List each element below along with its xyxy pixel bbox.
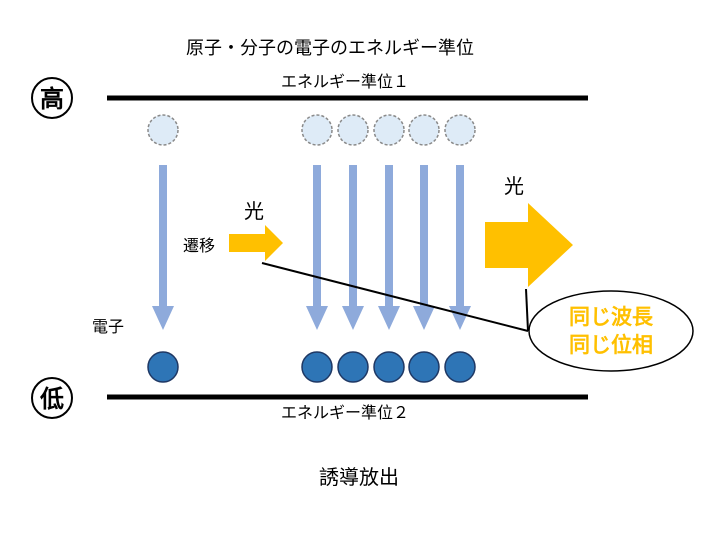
- electron: [444, 351, 476, 383]
- empty-state: [373, 114, 405, 146]
- lower-electrons: [147, 351, 476, 383]
- electron: [301, 351, 333, 383]
- low-marker-label: 低: [39, 385, 64, 413]
- empty-state: [444, 114, 476, 146]
- empty-state: [337, 114, 369, 146]
- empty-state: [301, 114, 333, 146]
- lower-level-label: エネルギー準位２: [281, 403, 409, 422]
- empty-state: [408, 114, 440, 146]
- diagram-caption: 誘導放出: [319, 465, 399, 489]
- down-arrow: [449, 165, 471, 330]
- incident-light-arrow: [229, 225, 283, 261]
- transition-arrows: [152, 165, 471, 330]
- callout-pointer-line: [525, 288, 529, 332]
- diagram-title: 原子・分子の電子のエネルギー準位: [186, 38, 474, 59]
- low-marker: 低: [31, 377, 73, 419]
- emitted-light-arrow: [485, 203, 573, 287]
- electron-label: 電子: [92, 317, 124, 336]
- high-marker-label: 高: [40, 85, 64, 113]
- callout-bubble: [528, 290, 694, 372]
- down-arrow: [306, 165, 328, 330]
- callout-line1: 同じ波長: [569, 305, 654, 329]
- down-arrow: [378, 165, 400, 330]
- callout-line2: 同じ位相: [569, 333, 653, 357]
- high-marker: 高: [31, 77, 73, 119]
- upper-empty-states: [147, 114, 476, 146]
- callout-pointer-line: [261, 262, 529, 332]
- electron: [408, 351, 440, 383]
- upper-level-label: エネルギー準位１: [281, 72, 409, 91]
- electron: [373, 351, 405, 383]
- down-arrow: [413, 165, 435, 330]
- down-arrow: [152, 165, 174, 330]
- empty-state: [147, 114, 179, 146]
- emitted-light-label: 光: [504, 174, 524, 198]
- incident-light-label: 光: [244, 199, 264, 223]
- electron: [337, 351, 369, 383]
- electron: [147, 351, 179, 383]
- down-arrow: [342, 165, 364, 330]
- transition-label: 遷移: [183, 236, 215, 255]
